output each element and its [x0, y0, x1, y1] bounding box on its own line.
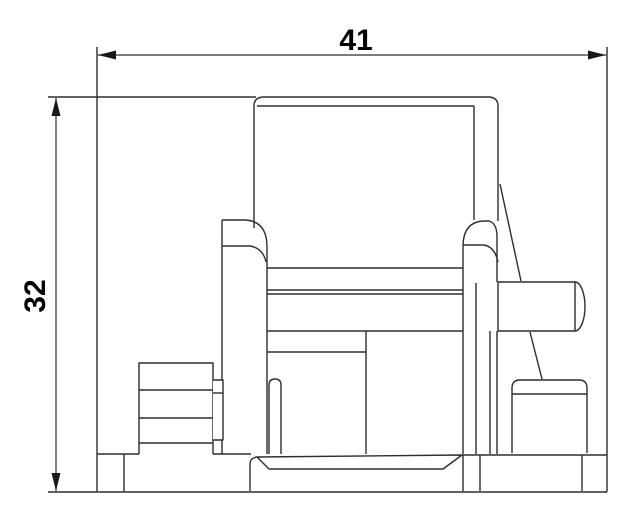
- dimension-height-arrow-bottom: [51, 473, 61, 491]
- body-surface-lines: [97, 453, 251, 492]
- dimension-width: [98, 50, 606, 60]
- cylinder-port: [497, 281, 586, 332]
- dimension-height: [51, 98, 61, 491]
- diagonal-edge-lower: [529, 331, 543, 380]
- mounting-foot-right: [511, 379, 588, 453]
- front-post: [268, 378, 282, 454]
- dimension-width-label: 41: [339, 24, 372, 57]
- part-side-view: [48, 47, 608, 493]
- right-arm: [462, 220, 499, 454]
- left-arm: [221, 219, 268, 454]
- dimension-width-arrow-left: [98, 50, 116, 60]
- diagonal-edge-upper: [499, 183, 522, 282]
- dimension-width-arrow-right: [588, 50, 606, 60]
- body-band-lines: [267, 267, 463, 454]
- terminal-bracket-lines: [139, 389, 213, 444]
- terminal-bracket: [138, 362, 214, 454]
- base-platform: [249, 454, 607, 491]
- bracket-tab: [213, 379, 224, 441]
- cap-lip-line: [257, 105, 475, 220]
- dimension-height-arrow-top: [51, 98, 61, 116]
- dimension-height-label: 32: [19, 279, 52, 312]
- cap-outline: [253, 96, 499, 228]
